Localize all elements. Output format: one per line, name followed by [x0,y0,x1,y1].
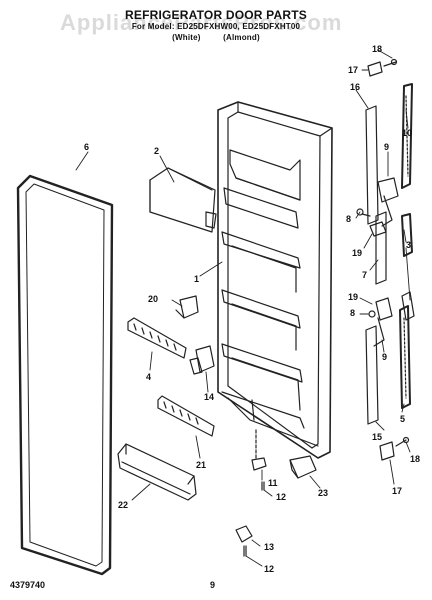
callout-11: 11 [268,478,278,488]
callout-5: 5 [400,414,405,424]
bin-support [189,345,215,375]
callout-3: 3 [406,240,411,250]
door-cam [289,455,317,479]
callout-4: 4 [146,372,151,382]
page-number: 9 [210,580,216,590]
leader-lines [75,49,411,567]
handle-assembly [356,58,415,461]
diagram-part-number: 4379740 [10,580,46,590]
lower-hinge-parts [235,429,267,557]
callout-10: 10 [402,128,412,138]
callout-7: 7 [362,270,367,280]
callout-2: 2 [154,146,159,156]
callout-20: 20 [148,294,158,304]
callout-15: 15 [372,432,382,442]
callout-14: 14 [204,392,214,402]
callout-labels: 6 2 1 20 4 14 21 22 11 12 13 12 23 18 17… [84,44,420,574]
callout-19-upper: 19 [352,248,362,258]
callout-18-lower: 18 [410,454,420,464]
callout-21: 21 [196,460,206,470]
page-title: REFRIGERATOR DOOR PARTS [125,8,307,22]
callout-23: 23 [318,488,328,498]
door-bin [117,443,197,501]
color-almond: (Almond) [223,33,260,42]
door-liner [217,101,333,459]
callout-8-upper: 8 [346,214,351,224]
callout-19-lower: 19 [348,292,358,302]
dairy-door [149,167,217,233]
color-white: (White) [172,33,201,42]
callout-18-upper: 18 [372,44,382,54]
callout-17-lower: 17 [392,486,402,496]
callout-12-upper: 12 [276,492,286,502]
callout-9-upper: 9 [384,142,389,152]
shelf-trim-upper [127,317,187,359]
callout-8-lower: 8 [350,308,355,318]
hinge-cover [175,295,199,319]
door-gasket [16,174,114,576]
callout-1: 1 [194,274,199,284]
callout-16: 16 [350,82,360,92]
model-subtitle: For Model: ED25DFXHW00, ED25DFXHT00 [131,22,301,31]
callout-9-lower: 9 [382,352,387,362]
callout-6: 6 [84,142,89,152]
callout-17-upper: 17 [348,65,358,75]
callout-12-lower: 12 [264,564,274,574]
callout-13: 13 [264,542,274,552]
color-legend: (White) (Almond) [0,33,432,42]
callout-22: 22 [118,500,128,510]
shelf-trim-lower [157,395,215,437]
